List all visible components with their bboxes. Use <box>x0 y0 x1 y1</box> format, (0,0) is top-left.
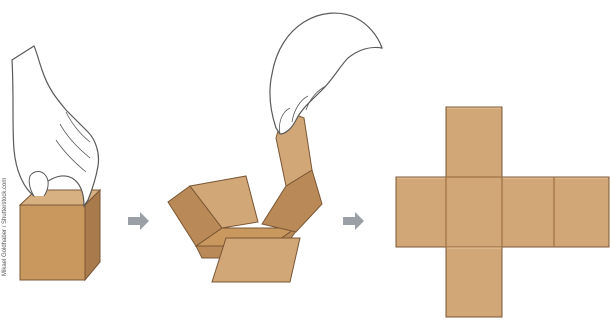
step-3-cube-net <box>396 107 609 317</box>
arrow-right-icon <box>343 212 364 230</box>
hand-2 <box>270 13 382 134</box>
hand-1 <box>12 46 99 206</box>
cube-side-face <box>85 190 100 280</box>
step-1-closed-cube <box>12 46 100 280</box>
net-face-far-right <box>554 177 609 247</box>
image-credit-text: Mikael Goldhaber / Shutterstock.com <box>2 178 8 276</box>
arrow-right-icon <box>128 212 149 230</box>
net-face-bottom <box>446 247 502 317</box>
image-credit: Mikael Goldhaber / Shutterstock.com <box>2 196 14 276</box>
net-face-left <box>396 177 446 247</box>
open-cube-front-panel <box>212 238 300 282</box>
net-face-center <box>446 177 502 247</box>
cube-front-face <box>20 205 85 280</box>
step-2-unfolding-cube <box>168 13 382 282</box>
net-face-right <box>502 177 554 247</box>
hand-1-thumb <box>29 172 48 197</box>
net-face-top <box>446 107 502 177</box>
